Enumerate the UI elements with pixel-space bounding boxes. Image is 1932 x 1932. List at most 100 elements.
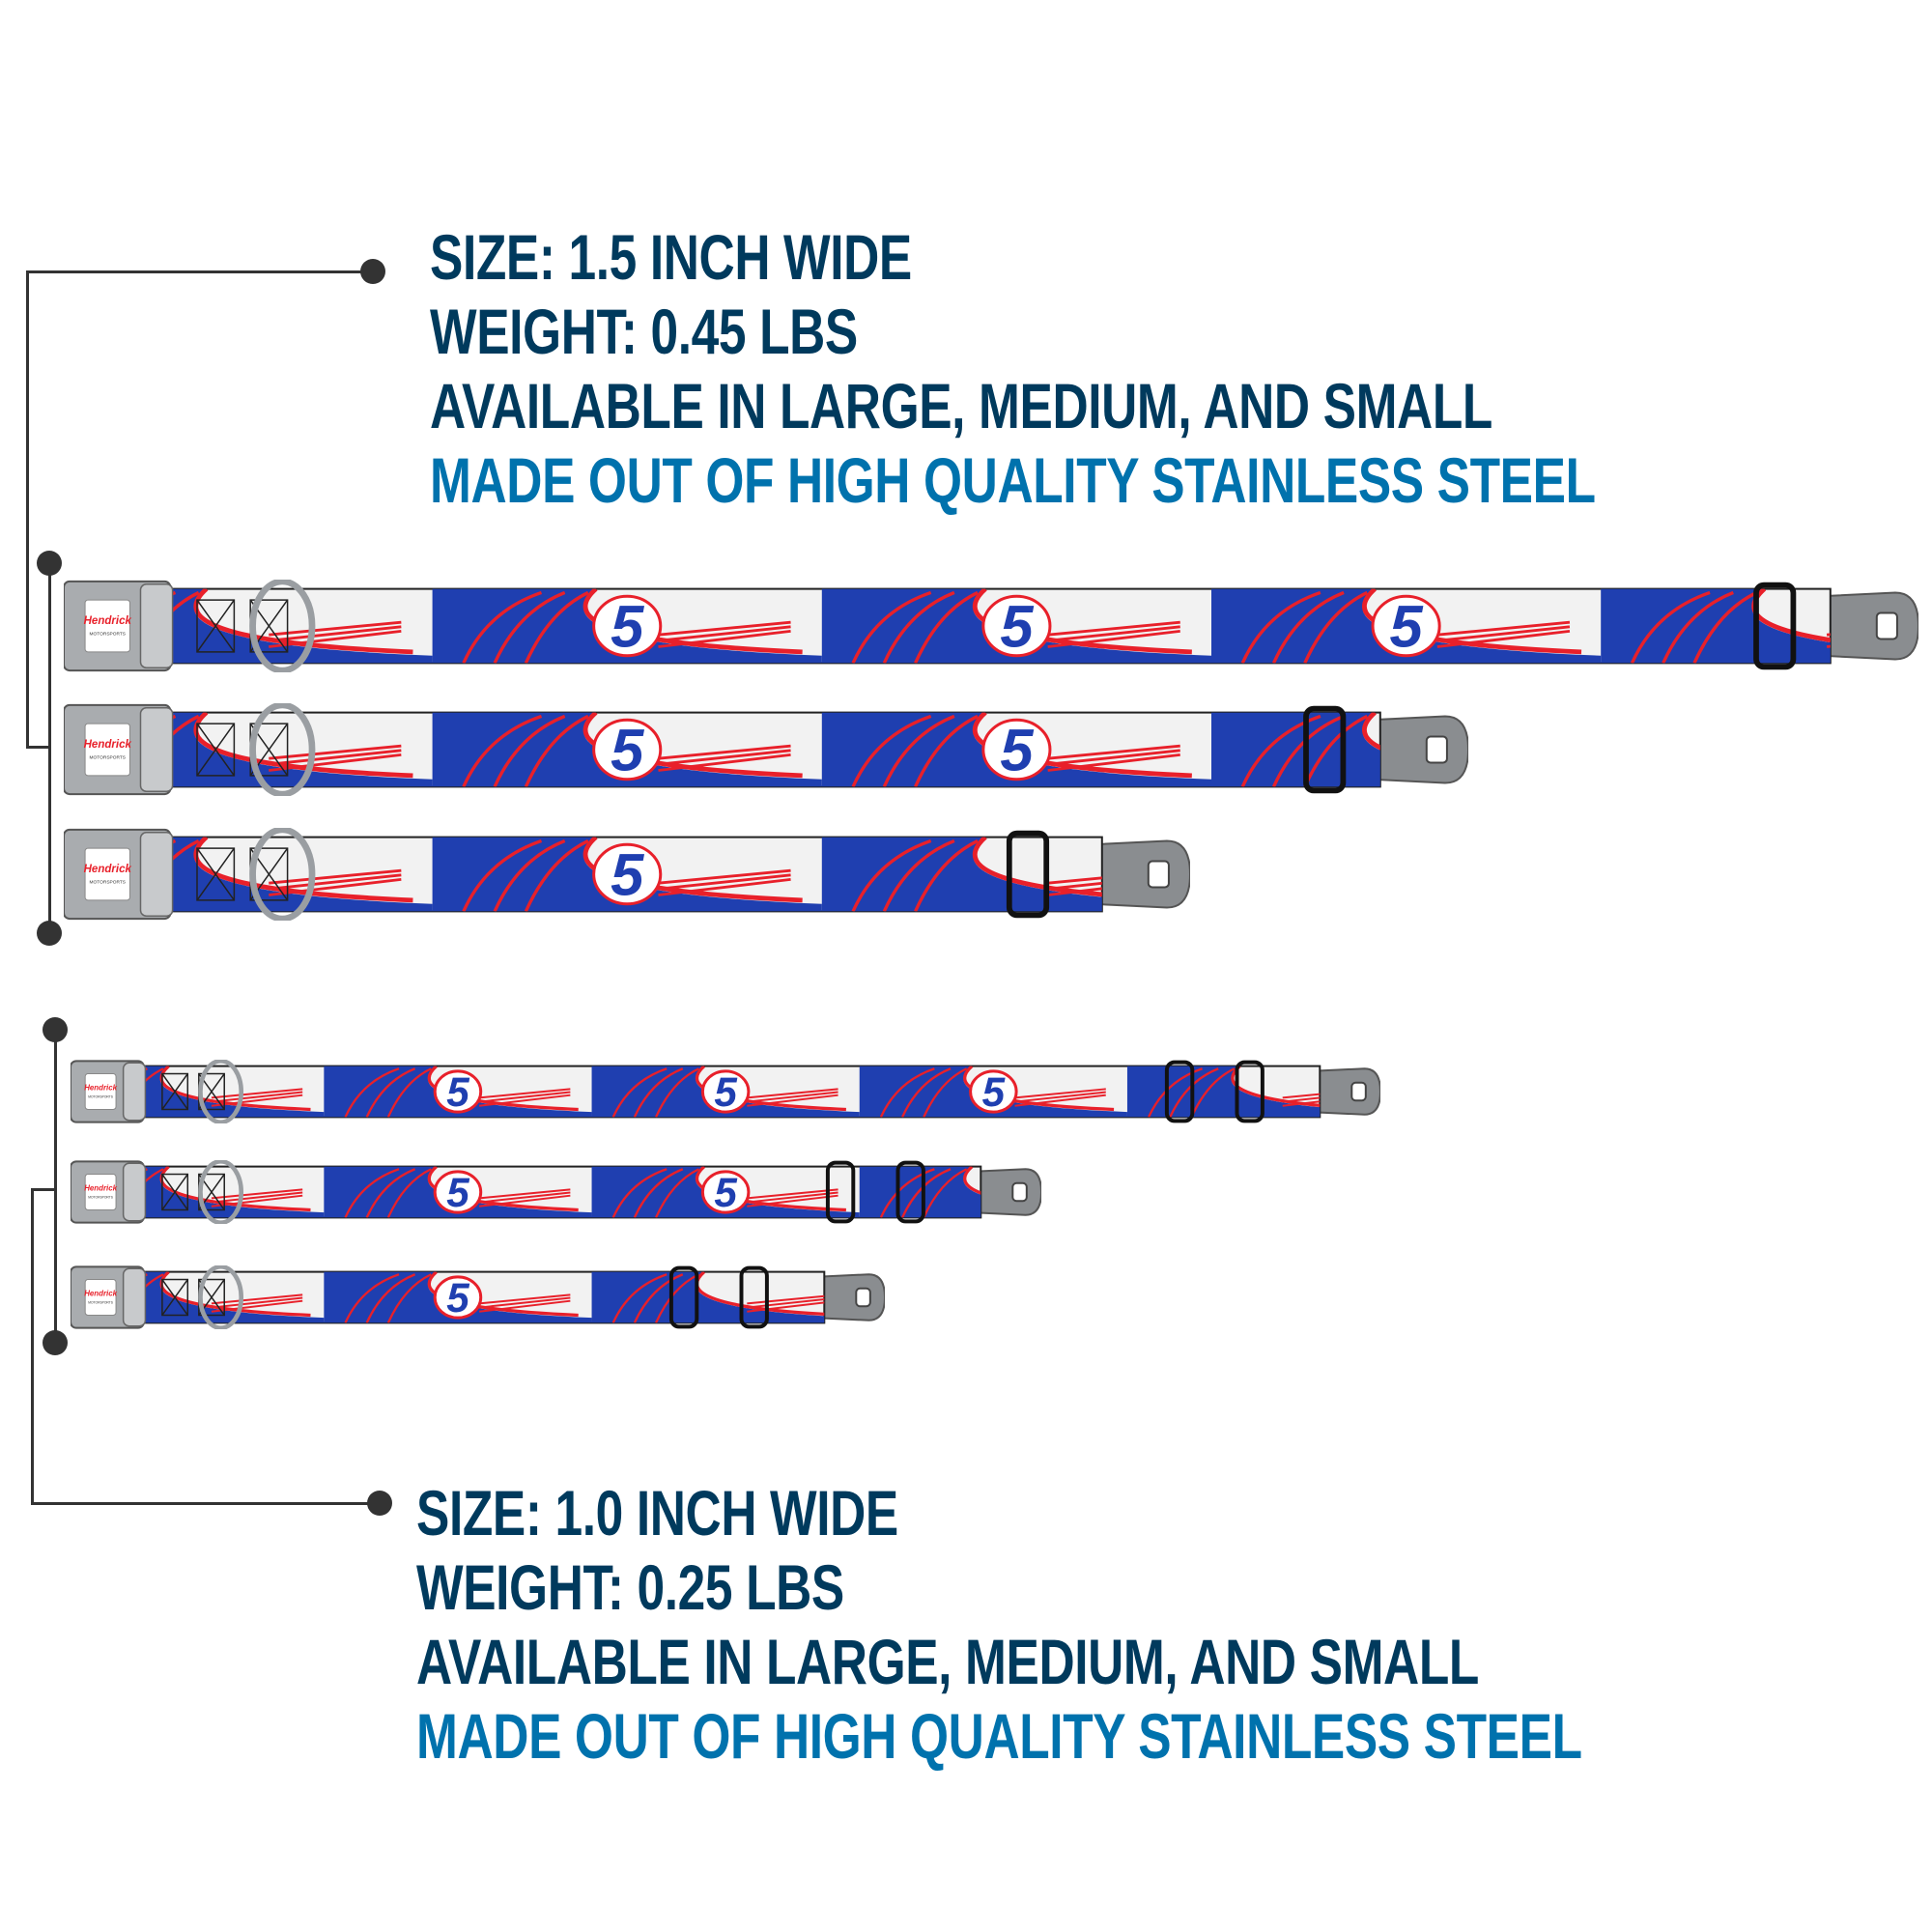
red-streak xyxy=(1047,887,1102,896)
hendrick-logo-subtext: MOTORSPORTS xyxy=(90,755,126,761)
red-flame xyxy=(1190,1067,1236,1118)
tongue-hole xyxy=(1350,1081,1367,1102)
strap-number: 5 xyxy=(446,1170,469,1215)
d-ring xyxy=(198,1265,244,1329)
red-streak xyxy=(211,1191,303,1204)
d-ring xyxy=(249,580,316,672)
metal-tongue xyxy=(1819,591,1918,661)
wide-callout-line xyxy=(26,270,374,273)
red-streak xyxy=(1047,744,1180,760)
red-flame xyxy=(923,1067,968,1118)
red-flame xyxy=(344,1273,400,1323)
blue-wave xyxy=(859,1065,1127,1118)
logo-plate xyxy=(84,1279,117,1316)
buckle-hinge xyxy=(139,707,174,792)
narrow-material-text: MADE OUT OF HIGH QUALITY STAINLESS STEEL xyxy=(416,1700,1582,1772)
d-ring xyxy=(249,703,316,796)
red-flame xyxy=(1662,590,1734,664)
red-flame xyxy=(1303,590,1369,664)
red-streak xyxy=(747,1298,825,1309)
red-streak xyxy=(479,1296,571,1309)
metal-tongue xyxy=(1091,839,1190,909)
stitch-cross xyxy=(196,723,236,777)
red-flame xyxy=(1271,590,1345,664)
red-streak xyxy=(269,629,402,648)
red-streak xyxy=(747,1191,838,1204)
red-flame xyxy=(655,1273,699,1323)
red-streak xyxy=(747,1094,838,1107)
strap-number: 5 xyxy=(714,1170,737,1215)
keeper-loop xyxy=(739,1265,769,1329)
red-streak xyxy=(658,877,791,896)
strap-pattern xyxy=(159,837,1102,912)
red-streak xyxy=(1047,629,1180,648)
red-streak xyxy=(211,1091,303,1103)
red-streak xyxy=(211,1094,303,1107)
red-flame xyxy=(1630,590,1711,664)
stitch-cross xyxy=(161,1073,188,1110)
red-flame xyxy=(611,1168,668,1218)
red-flame xyxy=(633,1067,684,1118)
strap-number: 5 xyxy=(1000,594,1034,661)
hendrick-logo: Hendrick xyxy=(84,615,132,627)
red-flame xyxy=(462,590,543,664)
red-streak xyxy=(1047,753,1180,772)
stitch-cross xyxy=(196,599,236,653)
blue-wave xyxy=(591,1166,860,1218)
red-streak xyxy=(479,1194,571,1208)
logo-plate xyxy=(84,1174,117,1210)
strap-number: 5 xyxy=(446,1069,469,1115)
red-flame xyxy=(1240,714,1321,787)
keeper-loop xyxy=(825,1160,856,1224)
buckle-hinge xyxy=(122,1062,147,1122)
stitch-box xyxy=(161,1278,189,1317)
logo-plate xyxy=(84,1073,117,1110)
wide-bracket-dot xyxy=(37,921,62,946)
red-streak xyxy=(658,744,791,760)
red-streak xyxy=(658,749,791,766)
tongue-hole xyxy=(1875,611,1898,640)
strap-number: 5 xyxy=(1000,718,1034,784)
red-streak xyxy=(211,1088,303,1099)
blue-wave xyxy=(159,588,433,664)
number-badge xyxy=(592,718,663,781)
red-streak xyxy=(479,1091,571,1103)
red-flame xyxy=(879,1067,935,1118)
red-flame xyxy=(914,714,979,787)
blue-wave xyxy=(432,837,822,912)
strap-number: 5 xyxy=(611,718,644,784)
red-flame xyxy=(882,590,955,664)
keeper-loop xyxy=(1164,1060,1195,1123)
hendrick-logo-subtext: MOTORSPORTS xyxy=(88,1301,114,1305)
buckle-hinge xyxy=(139,832,174,917)
strap-number: 5 xyxy=(1390,594,1424,661)
blue-wave xyxy=(324,1065,592,1118)
hendrick-logo: Hendrick xyxy=(84,1084,117,1093)
red-flame xyxy=(851,714,932,787)
strap-number: 5 xyxy=(714,1069,737,1115)
red-flame xyxy=(386,1168,432,1218)
red-streak xyxy=(1047,749,1180,766)
blue-wave xyxy=(821,588,1211,664)
keeper-loop xyxy=(1753,582,1797,670)
stitch-box xyxy=(161,1072,189,1111)
red-streak xyxy=(479,1094,571,1107)
number-badge xyxy=(981,718,1052,781)
red-streak xyxy=(269,625,402,642)
hendrick-logo: Hendrick xyxy=(84,1290,117,1298)
red-flame xyxy=(901,1067,952,1118)
stitch-cross xyxy=(161,1279,188,1316)
tongue-hole xyxy=(1011,1181,1028,1203)
stitch-cross xyxy=(196,847,236,901)
keeper-loop xyxy=(895,1160,925,1224)
red-flame xyxy=(493,838,566,912)
blue-wave xyxy=(821,837,1102,912)
red-streak xyxy=(658,620,791,637)
red-flame xyxy=(386,1067,432,1118)
red-flame xyxy=(879,1168,935,1218)
blue-wave xyxy=(324,1271,592,1323)
narrow-callout-line xyxy=(31,1188,34,1504)
blue-wave xyxy=(159,712,433,787)
